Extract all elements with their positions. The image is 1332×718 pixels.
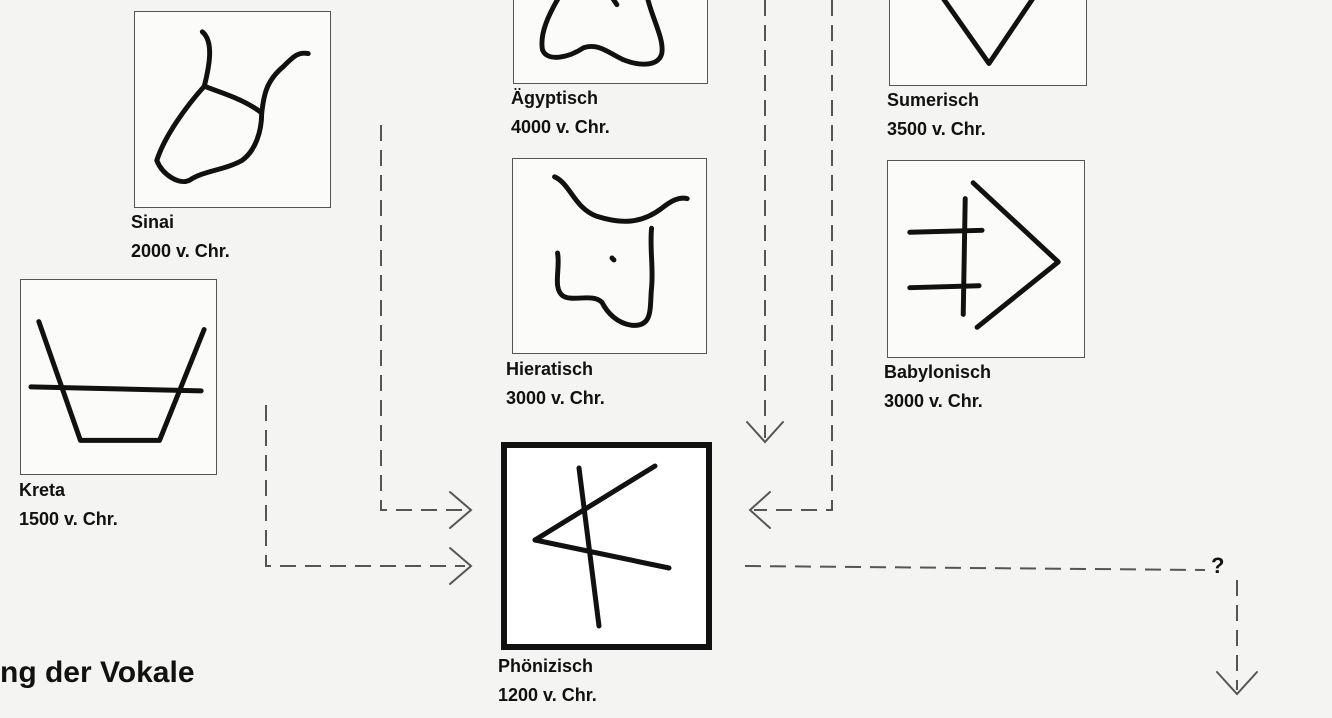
unknown-successor-marker: ?: [1211, 553, 1224, 579]
arrow-sinai: [381, 125, 465, 510]
section-heading: ng der Vokale: [0, 656, 195, 690]
arrow-phoenizisch-out: [745, 566, 1205, 570]
caption-aegyptisch: Ägyptisch 4000 v. Chr.: [511, 84, 610, 142]
kreta-glyph: [21, 280, 216, 474]
script-name: Ägyptisch: [511, 84, 610, 113]
sumerisch-glyph: [890, 0, 1086, 85]
caption-sumerisch: Sumerisch 3500 v. Chr.: [887, 86, 986, 144]
caption-phoenizisch: Phönizisch 1200 v. Chr.: [498, 652, 597, 710]
caption-sinai: Sinai 2000 v. Chr.: [131, 208, 230, 266]
glyph-box-sinai: [134, 11, 331, 208]
script-name: Sinai: [131, 208, 230, 237]
caption-kreta: Kreta 1500 v. Chr.: [19, 476, 118, 534]
aegyptisch-glyph: [514, 0, 707, 83]
script-name: Kreta: [19, 476, 118, 505]
caption-hieratisch: Hieratisch 3000 v. Chr.: [506, 355, 605, 413]
script-date: 2000 v. Chr.: [131, 237, 230, 266]
script-date: 3000 v. Chr.: [506, 384, 605, 413]
glyph-box-kreta: [20, 279, 217, 475]
script-name: Phönizisch: [498, 652, 597, 681]
script-name: Sumerisch: [887, 86, 986, 115]
script-name: Babylonisch: [884, 358, 991, 387]
glyph-box-sumerisch: [889, 0, 1087, 86]
glyph-box-phoenizisch: [501, 442, 712, 650]
hieratisch-glyph: [513, 159, 706, 353]
script-date: 1500 v. Chr.: [19, 505, 118, 534]
glyph-box-aegyptisch: [513, 0, 708, 84]
caption-babylonisch: Babylonisch 3000 v. Chr.: [884, 358, 991, 416]
script-date: 4000 v. Chr.: [511, 113, 610, 142]
script-date: 3000 v. Chr.: [884, 387, 991, 416]
script-date: 1200 v. Chr.: [498, 681, 597, 710]
glyph-box-babylonisch: [887, 160, 1085, 358]
sinai-glyph: [135, 12, 330, 207]
glyph-box-hieratisch: [512, 158, 707, 354]
arrow-kreta: [266, 405, 465, 566]
script-name: Hieratisch: [506, 355, 605, 384]
script-date: 3500 v. Chr.: [887, 115, 986, 144]
phoenizisch-glyph: [507, 448, 706, 644]
babylonisch-glyph: [888, 161, 1084, 357]
